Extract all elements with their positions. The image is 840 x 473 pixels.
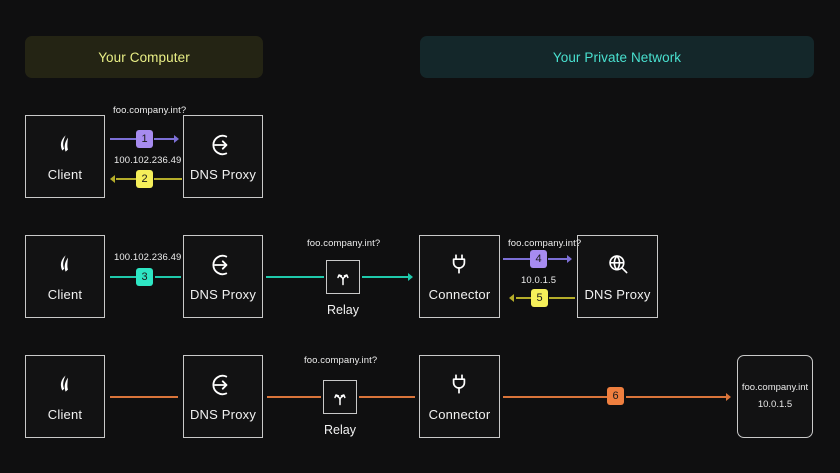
row2-edgeA-label: 100.102.236.49 [114,252,181,263]
row3-line-dnsproxy-relay [267,396,321,398]
row3-connector-label: Connector [429,407,491,422]
row2-edgeD-arrowhead [509,294,514,302]
row1-client-label: Client [48,167,82,182]
row2-dns-proxy-label: DNS Proxy [190,287,256,302]
row2-step-badge-5: 5 [531,289,548,307]
row3-arrowhead-destination [726,393,731,401]
row2-edgeC-arrowhead [567,255,572,263]
zone-your-computer: Your Computer [25,36,263,78]
row2-edgeC-line-right [548,258,567,260]
device-leaf-icon [52,132,78,158]
row2-node-dns-proxy: DNS Proxy [183,235,263,318]
row3-edge-relay-label: foo.company.int? [304,355,377,366]
arrow-into-circle-icon [210,132,236,158]
zone-your-computer-label: Your Computer [98,50,190,65]
row1-edge2-arrowhead [110,175,115,183]
row3-client-label: Client [48,407,82,422]
row1-node-client: Client [25,115,105,198]
row2-edgeB-arrowhead [408,273,413,281]
row3-relay-label: Relay [300,423,380,437]
row2-edgeB-label: foo.company.int? [307,238,380,249]
row3-step-badge-6: 6 [607,387,624,405]
arrow-into-circle-icon [210,252,236,278]
row2-edgeC-line-left [503,258,530,260]
row2-edgeA-line-right [155,276,181,278]
row2-edgeD-line-left [516,297,531,299]
destination-ip: 10.0.1.5 [758,399,792,412]
row1-dns-proxy-label: DNS Proxy [190,167,256,182]
row3-node-client: Client [25,355,105,438]
row3-dns-proxy-label: DNS Proxy [190,407,256,422]
row1-edge2-line-left [116,178,136,180]
device-leaf-icon [52,372,78,398]
row3-node-destination: foo.company.int 10.0.1.5 [737,355,813,438]
row1-edge1-label: foo.company.int? [113,105,186,116]
row2-edgeD-line-right [549,297,575,299]
row2-dns-proxy-remote-label: DNS Proxy [584,287,650,302]
row2-relay-label: Relay [303,303,383,317]
row1-edge2-line-right [154,178,182,180]
row1-edge2-label: 100.102.236.49 [114,155,181,166]
arrow-into-circle-icon [210,372,236,398]
row2-edgeB-line-right [362,276,408,278]
row2-node-dns-proxy-remote: DNS Proxy [577,235,658,318]
fork-shuffle-icon [330,387,350,407]
row2-edgeD-label: 10.0.1.5 [521,275,556,286]
row2-edgeB-line-left [266,276,324,278]
row2-node-client: Client [25,235,105,318]
row3-line-relay-connector [359,396,415,398]
row2-node-connector: Connector [419,235,500,318]
row1-step-badge-1: 1 [136,130,153,148]
row2-connector-label: Connector [429,287,491,302]
row1-step-badge-2: 2 [136,170,153,188]
row3-node-relay [323,380,357,414]
row2-node-relay [326,260,360,294]
row1-node-dns-proxy: DNS Proxy [183,115,263,198]
zone-your-private-network: Your Private Network [420,36,814,78]
row2-edgeC-label: foo.company.int? [508,238,581,249]
row2-client-label: Client [48,287,82,302]
row3-node-connector: Connector [419,355,500,438]
row2-step-badge-4: 4 [530,250,547,268]
row1-edge1-arrowhead [174,135,179,143]
row3-line-badge-destination [626,396,726,398]
row2-step-badge-3: 3 [136,268,153,286]
row3-line-client-dnsproxy [110,396,178,398]
device-leaf-icon [52,252,78,278]
row3-line-connector-badge [503,396,607,398]
zone-private-network-label: Your Private Network [553,50,681,65]
row3-node-dns-proxy: DNS Proxy [183,355,263,438]
globe-search-icon [605,252,631,278]
power-plug-icon [447,372,473,398]
row2-edgeA-line-left [110,276,138,278]
row1-edge1-line-right [154,138,174,140]
fork-shuffle-icon [333,267,353,287]
destination-hostname: foo.company.int [742,382,808,395]
power-plug-icon [447,252,473,278]
